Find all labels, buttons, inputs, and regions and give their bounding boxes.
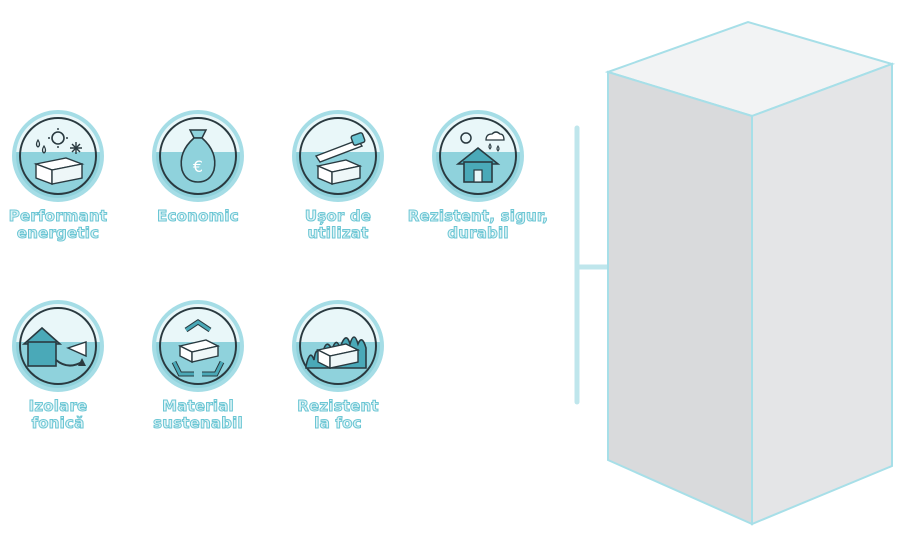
- concrete-block-image: [604, 20, 896, 526]
- saw-brick-icon: [314, 132, 366, 186]
- feature-economic: € Economic: [123, 110, 273, 225]
- svg-text:€: €: [193, 157, 203, 176]
- feature-durable: Rezistent, sigur,durabil: [403, 110, 553, 242]
- easy-badge: [292, 110, 384, 202]
- fire-badge: [292, 300, 384, 392]
- house-weather-icon: [455, 131, 505, 183]
- sound-badge: [12, 300, 104, 392]
- economic-label: Economic: [157, 207, 240, 225]
- block-right-face: [751, 62, 893, 526]
- durable-badge: [432, 110, 524, 202]
- house-trumpet-sound-icon: [21, 326, 87, 367]
- money-bag-euro-icon: €: [180, 129, 216, 183]
- economic-badge: €: [152, 110, 244, 202]
- recycle-brick-icon: [171, 318, 225, 377]
- energy-badge: [12, 110, 104, 202]
- fire-brick-icon: [305, 336, 367, 370]
- snowflake-sun-brick-icon: [33, 128, 85, 186]
- block-left-face: [607, 70, 753, 526]
- durable-label: Rezistent, sigur,durabil: [407, 207, 549, 242]
- sustainable-badge: [152, 300, 244, 392]
